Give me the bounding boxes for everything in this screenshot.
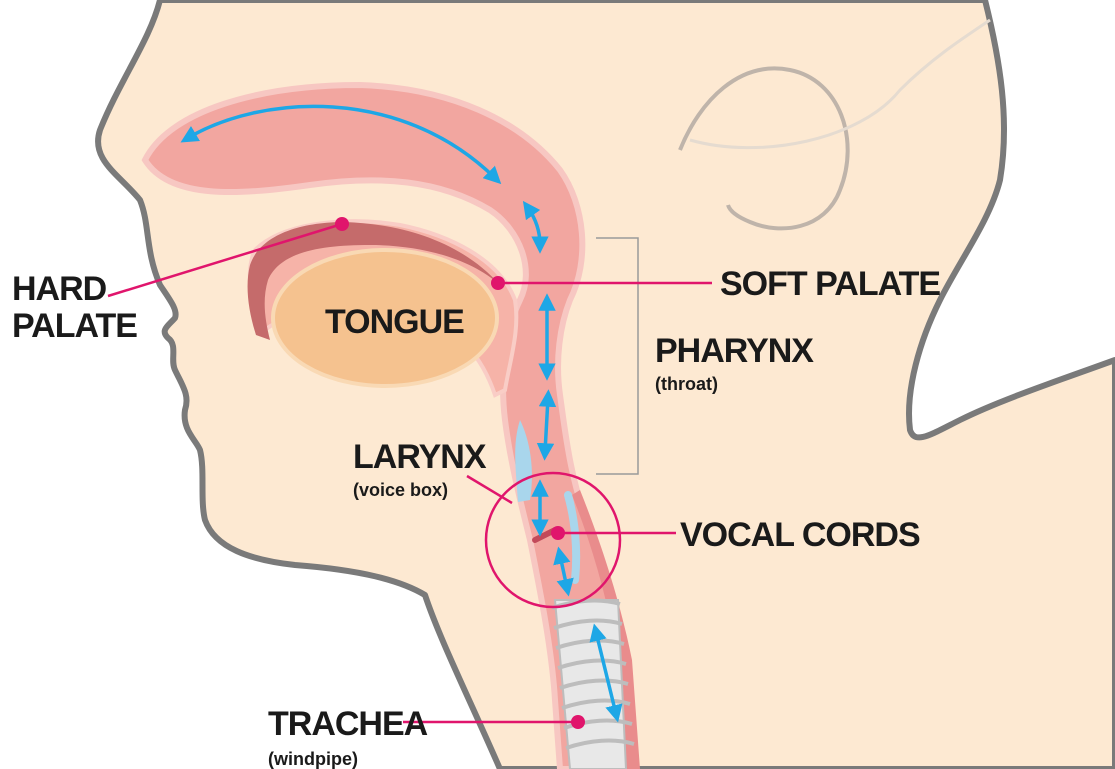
- soft-palate-dot: [491, 276, 505, 290]
- label-hard-palate-line1: HARD: [12, 270, 107, 308]
- trachea-dot: [571, 715, 585, 729]
- label-hard-palate-line2: PALATE: [12, 307, 137, 345]
- vocal-cords-dot: [551, 526, 565, 540]
- label-trachea-sub: (windpipe): [268, 749, 358, 769]
- label-pharynx-sub: (throat): [655, 374, 718, 394]
- label-trachea: TRACHEA: [268, 705, 428, 743]
- label-larynx: LARYNX: [353, 438, 487, 476]
- label-pharynx: PHARYNX: [655, 332, 814, 370]
- label-tongue: TONGUE: [325, 303, 464, 341]
- label-soft-palate: SOFT PALATE: [720, 265, 940, 303]
- label-vocal-cords: VOCAL CORDS: [680, 516, 920, 554]
- hard-palate-dot: [335, 217, 349, 231]
- label-larynx-sub: (voice box): [353, 480, 448, 500]
